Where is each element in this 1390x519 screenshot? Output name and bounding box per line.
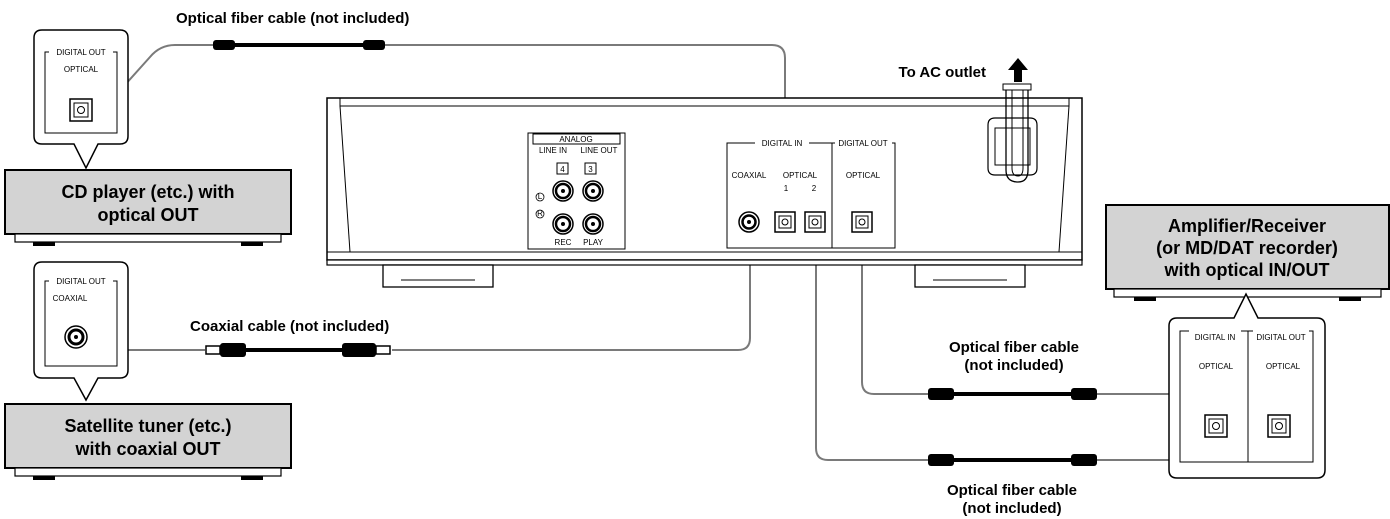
left-channel-mark: L [538,192,543,201]
optical-cable-b [928,454,1097,466]
amplifier-device: Amplifier/Receiver (or MD/DAT recorder) … [1105,204,1390,301]
amp-digital-in-label: DIGITAL IN [1195,333,1236,342]
top-rim [339,98,1070,107]
optical-cable-b-label-2: (not included) [962,500,1061,517]
foot-right [914,264,1026,288]
cd-optical-jack [69,98,93,122]
line-in-label: LINE IN [539,146,567,155]
optical-in-label: OPTICAL [783,171,818,180]
digital-in-label: DIGITAL IN [762,139,803,148]
amp-digital-out-label: DIGITAL OUT [1256,333,1305,342]
ac-outlet-label: To AC outlet [899,64,986,81]
right-channel-mark: R [537,209,543,218]
cd-player-device: CD player (etc.) with optical OUT [4,169,292,246]
coaxial-jack [738,211,760,233]
sat-device-line1: Satellite tuner (etc.) [64,416,231,436]
play-label: PLAY [583,238,604,247]
up-arrow-icon [1008,58,1028,82]
amp-device-line2: (or MD/DAT recorder) [1156,238,1338,258]
wire-coax-to-panel [392,232,751,351]
cd-device-line1: CD player (etc.) with [61,182,234,202]
optical-out-jack [851,211,873,233]
rec-label: REC [555,238,572,247]
rca-jacks [552,180,604,235]
wire-optout-to-cable [861,228,928,395]
optical-cable-a [928,388,1097,400]
sat-digital-out-label: DIGITAL OUT [56,277,105,286]
analog-section [527,132,626,250]
cd-device-line2: optical OUT [97,205,198,225]
digital-out-label: DIGITAL OUT [838,139,887,148]
cd-optical-label: OPTICAL [64,65,99,74]
line-out-label: LINE OUT [581,146,618,155]
amp-callout: DIGITAL IN DIGITAL OUT OPTICAL OPTICAL [1168,292,1326,479]
satellite-tuner-device: Satellite tuner (etc.) with coaxial OUT [4,403,292,480]
amp-optical-out-jack [1267,414,1291,438]
wire-cable-to-optical1 [385,44,786,222]
coaxial-cable [205,343,391,357]
wire-optical2-to-cable [815,228,928,461]
line-out-number: 3 [588,165,593,174]
line-in-number: 4 [560,165,565,174]
coaxial-label: COAXIAL [732,171,767,180]
foot-left [382,264,494,288]
optical-cable-a-label-1: Optical fiber cable [949,339,1079,356]
power-cord [987,83,1038,183]
optical-cable-b-label-1: Optical fiber cable [947,482,1077,499]
optical-cable-top [213,40,385,50]
optical-cable-a-label-2: (not included) [964,357,1063,374]
amp-optical-in-label: OPTICAL [1199,362,1234,371]
optical-in-2-jack [804,211,826,233]
sat-device-line2: with coaxial OUT [74,439,220,459]
amp-optical-in-jack [1204,414,1228,438]
amp-device-line1: Amplifier/Receiver [1168,216,1326,236]
sat-coaxial-label: COAXIAL [53,294,88,303]
cd-digital-out-label: DIGITAL OUT [56,48,105,57]
top-cable-label: Optical fiber cable (not included) [176,10,409,27]
amp-optical-out-label: OPTICAL [1266,362,1301,371]
optical-in-1-jack [774,211,796,233]
cd-callout: DIGITAL OUT OPTICAL [33,29,129,170]
optical-out-label: OPTICAL [846,171,881,180]
analog-label: ANALOG [559,135,592,144]
sat-callout: DIGITAL OUT COAXIAL [33,261,129,402]
wire-cd-to-cable [87,44,215,127]
main-unit-rear-panel: ANALOG LINE IN LINE OUT 4 3 L R REC PLAY [326,83,1083,288]
main-unit-body [326,97,1083,261]
coax-cable-label: Coaxial cable (not included) [190,318,389,335]
optical-2-label: 2 [812,184,817,193]
sat-coaxial-jack [64,325,88,349]
amp-device-line3: with optical IN/OUT [1164,260,1330,280]
optical-1-label: 1 [784,184,789,193]
